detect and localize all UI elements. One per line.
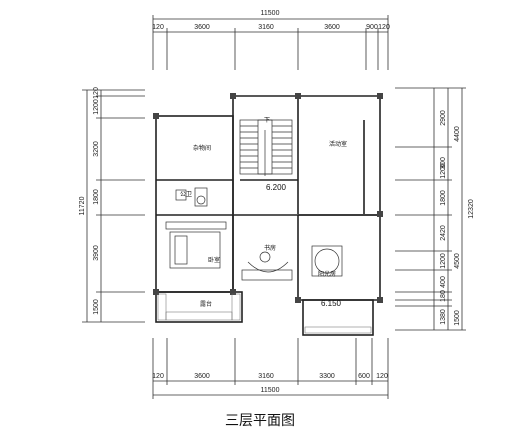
room-sunroom: 阳光房 [318, 270, 336, 278]
dim-left-seg: 1500 [93, 299, 100, 315]
column-blocks [153, 93, 383, 303]
dim-right-inner: 180 [440, 290, 447, 302]
dim-left-seg: 120 [93, 87, 100, 99]
terrace-railing [157, 293, 372, 334]
room-activity: 活动室 [329, 140, 347, 148]
dim-top-seg: 3160 [258, 24, 274, 31]
room-bedroom: 卧室 [208, 256, 220, 264]
room-storage: 杂物间 [193, 144, 211, 152]
dim-bottom-seg: 120 [376, 373, 388, 380]
dim-right-inner: 1380 [440, 309, 447, 325]
stair-level: 6.200 [266, 183, 287, 192]
top-dimension-labels: 11500 120 3600 3160 3600 900 120 [152, 10, 390, 31]
dim-bottom-seg: 120 [152, 373, 164, 380]
dim-top-seg: 120 [378, 24, 390, 31]
room-toilet: 公卫 [180, 191, 192, 198]
stair-symbol [239, 119, 293, 176]
dim-bottom-seg: 600 [358, 373, 370, 380]
dim-top-total: 11500 [261, 10, 280, 17]
dim-top-seg: 3600 [324, 24, 340, 31]
dim-left-seg: 1800 [93, 189, 100, 205]
left-dimension-labels: 11720 120 1200 3200 1800 3900 1500 [79, 87, 100, 315]
dim-right-inner: 2420 [440, 225, 447, 241]
dim-left-seg: 1200 [93, 99, 100, 115]
dim-top-seg: 900 [366, 24, 378, 31]
drawing-title: 三层平面图 [225, 413, 295, 429]
dim-left-seg: 3900 [93, 245, 100, 261]
dimension-lines [82, 15, 466, 399]
dim-bottom-seg: 3160 [258, 373, 274, 380]
dim-top-seg: 3600 [194, 24, 210, 31]
dim-right-outer: 12320 [468, 199, 475, 219]
dim-bottom-total: 11500 [261, 387, 280, 394]
level-marks: 6.200 6.150 下 [264, 117, 342, 308]
dim-left-seg: 3200 [93, 141, 100, 157]
dim-right-inner: 400 [440, 276, 447, 288]
dim-right-outer: 4400 [454, 126, 461, 142]
dim-left-total: 11720 [79, 196, 86, 215]
room-study: 书房 [264, 244, 276, 252]
dim-right-outer: 1500 [454, 310, 461, 326]
room-terrace: 露台 [200, 300, 212, 308]
stair-down-label: 下 [264, 117, 270, 124]
dim-right-outer: 4500 [454, 253, 461, 269]
room-labels: 杂物间 活动室 公卫 卧室 书房 阳光房 露台 [180, 140, 347, 308]
right-dimension-labels: 2900 4400 12320 4500 1500 300 1200 1800 … [440, 110, 475, 326]
dim-right-inner: 1200 [440, 163, 447, 179]
dim-right-inner: 300 [440, 157, 447, 169]
dim-bottom-seg: 3600 [194, 373, 210, 380]
dim-right-inner: 1800 [440, 190, 447, 206]
dim-right-outer: 2900 [440, 110, 447, 126]
furniture [165, 187, 343, 281]
balcony-level: 6.150 [321, 299, 342, 308]
bottom-dimension-labels: 120 3600 3160 3300 600 120 11500 [152, 373, 388, 394]
dim-bottom-seg: 3300 [319, 373, 335, 380]
dim-right-inner: 1200 [440, 253, 447, 269]
dim-top-seg: 120 [152, 24, 164, 31]
walls [155, 95, 381, 336]
